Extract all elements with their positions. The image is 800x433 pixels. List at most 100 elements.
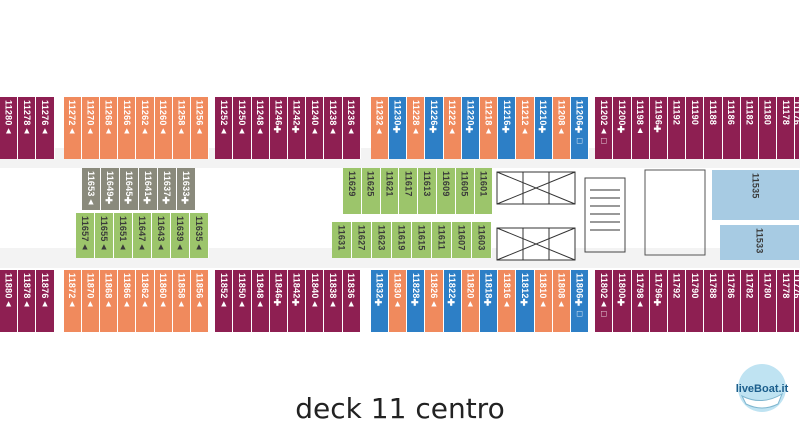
cabin-11822[interactable]: 11822✚ [443, 270, 462, 332]
cabin-11206[interactable]: 11206✚□ [571, 97, 590, 159]
cabin-11200[interactable]: 11200✚ [613, 97, 632, 159]
cabin-11796[interactable]: 11796✚ [649, 270, 668, 332]
cabin-11240[interactable]: 11240▲ [306, 97, 325, 159]
cabin-11246[interactable]: 11246✚ [269, 97, 288, 159]
cabin-11276[interactable]: 11276▲ [36, 97, 55, 159]
cabin-11627[interactable]: 11627 [352, 222, 372, 258]
cabin-11188[interactable]: 11188 [704, 97, 723, 159]
cabin-11252[interactable]: 11252▲ [215, 97, 234, 159]
cabin-11878[interactable]: 11878▲ [18, 270, 37, 332]
cabin-11651[interactable]: 11651▲ [114, 213, 133, 258]
cabin-11862[interactable]: 11862▲ [136, 270, 155, 332]
cabin-11649[interactable]: 11649✚ [101, 168, 120, 210]
cabin-11858[interactable]: 11858▲ [172, 270, 191, 332]
cabin-11202[interactable]: 11202▲□ [595, 97, 614, 159]
cabin-11776[interactable]: 11776 [795, 270, 800, 332]
cabin-11607[interactable]: 11607 [452, 222, 472, 258]
cabin-11631[interactable]: 11631 [332, 222, 352, 258]
cabin-11790[interactable]: 11790 [686, 270, 705, 332]
cabin-11866[interactable]: 11866▲ [118, 270, 137, 332]
cabin-11850[interactable]: 11850▲ [233, 270, 252, 332]
cabin-11818[interactable]: 11818✚ [480, 270, 499, 332]
cabin-11613[interactable]: 11613 [418, 168, 437, 214]
cabin-11872[interactable]: 11872▲ [63, 270, 82, 332]
cabin-11802[interactable]: 11802▲□ [595, 270, 614, 332]
cabin-11208[interactable]: 11208▲ [552, 97, 571, 159]
cabin-11653[interactable]: 11653▲ [82, 168, 101, 210]
cabin-11838[interactable]: 11838▲ [324, 270, 343, 332]
cabin-11605[interactable]: 11605 [455, 168, 475, 214]
cabin-11800[interactable]: 11800✚ [613, 270, 632, 332]
cabin-11198[interactable]: 11198▲ [631, 97, 650, 159]
cabin-11792[interactable]: 11792 [668, 270, 687, 332]
cabin-11615[interactable]: 11615 [412, 222, 432, 258]
cabin-11840[interactable]: 11840▲ [306, 270, 325, 332]
cabin-11808[interactable]: 11808▲ [552, 270, 571, 332]
cabin-11647[interactable]: 11647▲ [133, 213, 152, 258]
cabin-11836[interactable]: 11836▲ [342, 270, 361, 332]
cabin-11780[interactable]: 11780 [759, 270, 778, 332]
cabin-11625[interactable]: 11625 [361, 168, 381, 214]
cabin-11852[interactable]: 11852▲ [215, 270, 234, 332]
cabin-11828[interactable]: 11828✚ [407, 270, 426, 332]
cabin-11212[interactable]: 11212▲ [516, 97, 535, 159]
cabin-11228[interactable]: 11228▲ [407, 97, 426, 159]
cabin-11609[interactable]: 11609 [437, 168, 456, 214]
cabin-11236[interactable]: 11236▲ [342, 97, 361, 159]
cabin-11870[interactable]: 11870▲ [81, 270, 100, 332]
cabin-11178[interactable]: 11178 [777, 97, 796, 159]
cabin-11619[interactable]: 11619 [392, 222, 412, 258]
cabin-11826[interactable]: 11826▲ [425, 270, 444, 332]
cabin-11623[interactable]: 11623 [372, 222, 392, 258]
cabin-11846[interactable]: 11846✚ [269, 270, 288, 332]
cabin-11611[interactable]: 11611 [432, 222, 452, 258]
cabin-11848[interactable]: 11848▲ [251, 270, 270, 332]
cabin-11238[interactable]: 11238▲ [324, 97, 343, 159]
cabin-11621[interactable]: 11621 [380, 168, 400, 214]
cabin-11820[interactable]: 11820▲ [461, 270, 480, 332]
cabin-11533[interactable]: 11533 [720, 225, 800, 260]
cabin-11186[interactable]: 11186 [722, 97, 741, 159]
cabin-11262[interactable]: 11262▲ [136, 97, 155, 159]
cabin-11192[interactable]: 11192 [668, 97, 687, 159]
cabin-11601[interactable]: 11601 [474, 168, 494, 214]
cabin-11798[interactable]: 11798▲ [631, 270, 650, 332]
cabin-11535[interactable]: 11535 [712, 170, 800, 220]
cabin-11268[interactable]: 11268▲ [100, 97, 119, 159]
cabin-11278[interactable]: 11278▲ [18, 97, 37, 159]
cabin-11180[interactable]: 11180 [759, 97, 778, 159]
cabin-11856[interactable]: 11856▲ [191, 270, 210, 332]
cabin-11778[interactable]: 11778 [777, 270, 796, 332]
cabin-11176[interactable]: 11176 [795, 97, 800, 159]
cabin-11272[interactable]: 11272▲ [63, 97, 82, 159]
cabin-11810[interactable]: 11810▲ [534, 270, 553, 332]
cabin-11216[interactable]: 11216✚ [498, 97, 517, 159]
cabin-11816[interactable]: 11816▲ [498, 270, 517, 332]
cabin-11210[interactable]: 11210✚ [534, 97, 553, 159]
cabin-11860[interactable]: 11860▲ [154, 270, 173, 332]
cabin-11645[interactable]: 11645✚ [120, 168, 139, 210]
cabin-11629[interactable]: 11629 [343, 168, 362, 214]
cabin-11655[interactable]: 11655▲ [95, 213, 114, 258]
cabin-11250[interactable]: 11250▲ [233, 97, 252, 159]
cabin-11617[interactable]: 11617 [399, 168, 419, 214]
liveboat-logo[interactable]: liveBoat.it [728, 358, 796, 422]
cabin-11637[interactable]: 11637✚ [158, 168, 177, 210]
cabin-11196[interactable]: 11196✚ [649, 97, 668, 159]
cabin-11280[interactable]: 11280▲ [0, 97, 19, 159]
cabin-11218[interactable]: 11218▲ [480, 97, 499, 159]
cabin-11812[interactable]: 11812✚ [516, 270, 535, 332]
cabin-11880[interactable]: 11880▲ [0, 270, 19, 332]
cabin-11842[interactable]: 11842✚ [288, 270, 307, 332]
cabin-11603[interactable]: 11603 [472, 222, 492, 258]
cabin-11788[interactable]: 11788 [704, 270, 723, 332]
cabin-11256[interactable]: 11256▲ [191, 97, 210, 159]
cabin-11633[interactable]: 11633✚ [177, 168, 196, 210]
cabin-11639[interactable]: 11639▲ [171, 213, 190, 258]
cabin-11270[interactable]: 11270▲ [81, 97, 100, 159]
cabin-11248[interactable]: 11248▲ [251, 97, 270, 159]
cabin-11643[interactable]: 11643▲ [152, 213, 171, 258]
cabin-11226[interactable]: 11226✚ [425, 97, 444, 159]
cabin-11230[interactable]: 11230✚ [389, 97, 408, 159]
cabin-11876[interactable]: 11876▲ [36, 270, 55, 332]
